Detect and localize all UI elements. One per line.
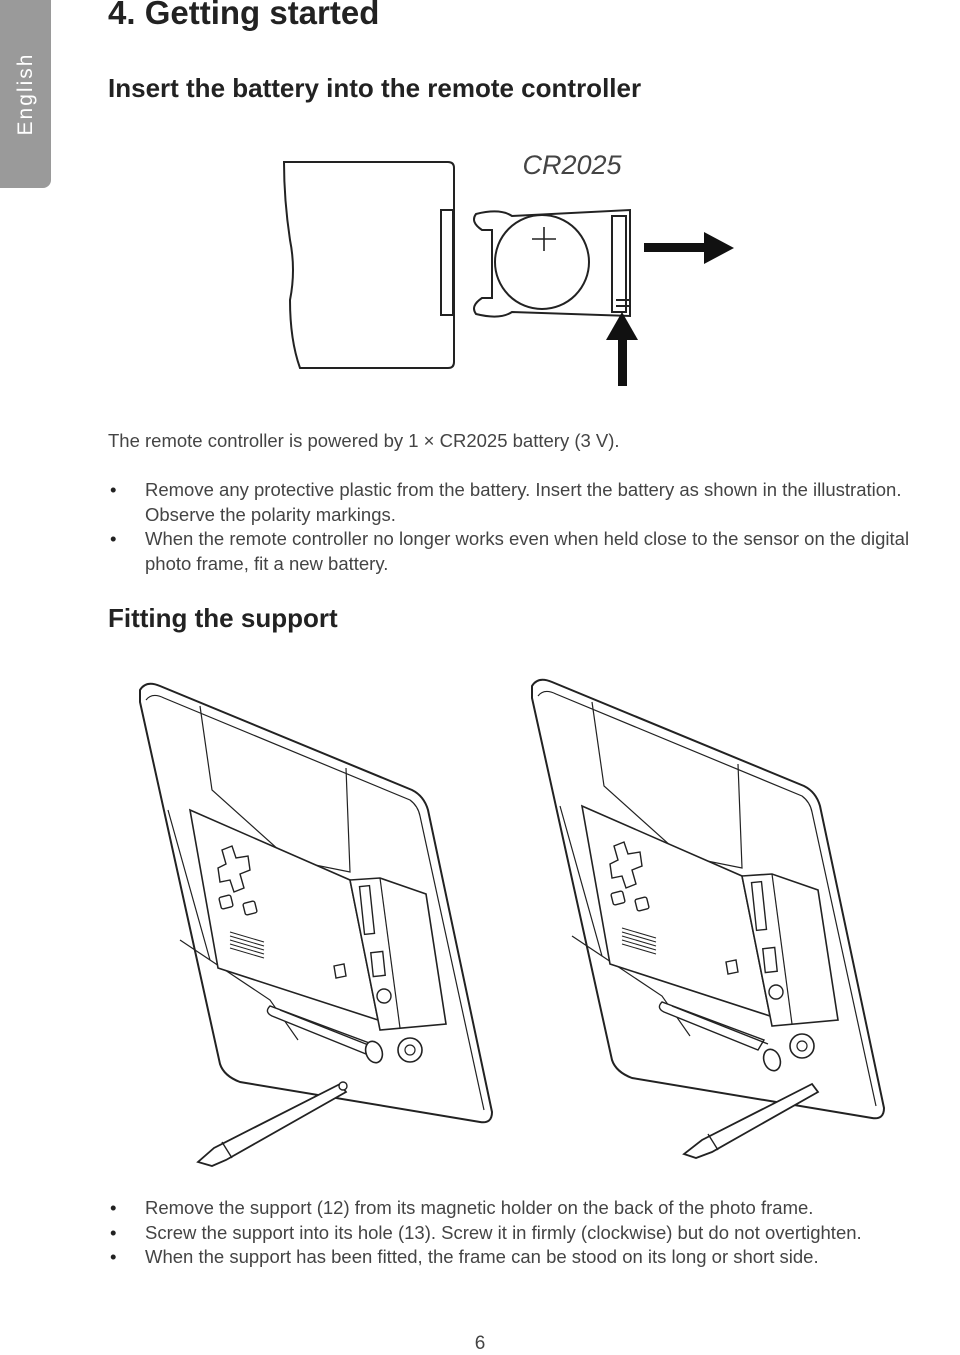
support-bullet-list: Remove the support (12) from its magneti… (108, 1196, 958, 1270)
photo-frame-right (531, 678, 885, 1120)
support-leg-right (682, 1082, 820, 1159)
support-section-title: Fitting the support (108, 603, 338, 633)
battery-intro: The remote controller is powered by 1 × … (108, 430, 620, 451)
list-item: When the remote controller no longer wor… (108, 527, 958, 576)
arrow-right-icon (644, 232, 734, 264)
battery-illustration: CR2025 (282, 150, 734, 386)
list-item: When the support has been fitted, the fr… (108, 1245, 958, 1270)
remote-body (282, 161, 455, 369)
coin-battery (494, 214, 590, 310)
battery-section-title: Insert the battery into the remote contr… (108, 73, 642, 103)
page-number: 6 (474, 1333, 486, 1354)
list-item: Remove the support (12) from its magneti… (108, 1196, 958, 1221)
language-tab: English (0, 0, 51, 188)
support-leg-left (196, 1081, 348, 1167)
battery-slot (440, 209, 454, 316)
page-heading: 4. Getting started (108, 0, 380, 31)
list-item: Remove any protective plastic from the b… (108, 478, 958, 527)
arrow-up-icon (606, 312, 638, 386)
tray-grip (611, 215, 627, 313)
photo-frame-left (139, 682, 493, 1167)
battery-bullet-list: Remove any protective plastic from the b… (108, 478, 958, 576)
battery-model-label: CR2025 (522, 150, 622, 180)
list-item: Screw the support into its hole (13). Sc… (108, 1221, 958, 1246)
